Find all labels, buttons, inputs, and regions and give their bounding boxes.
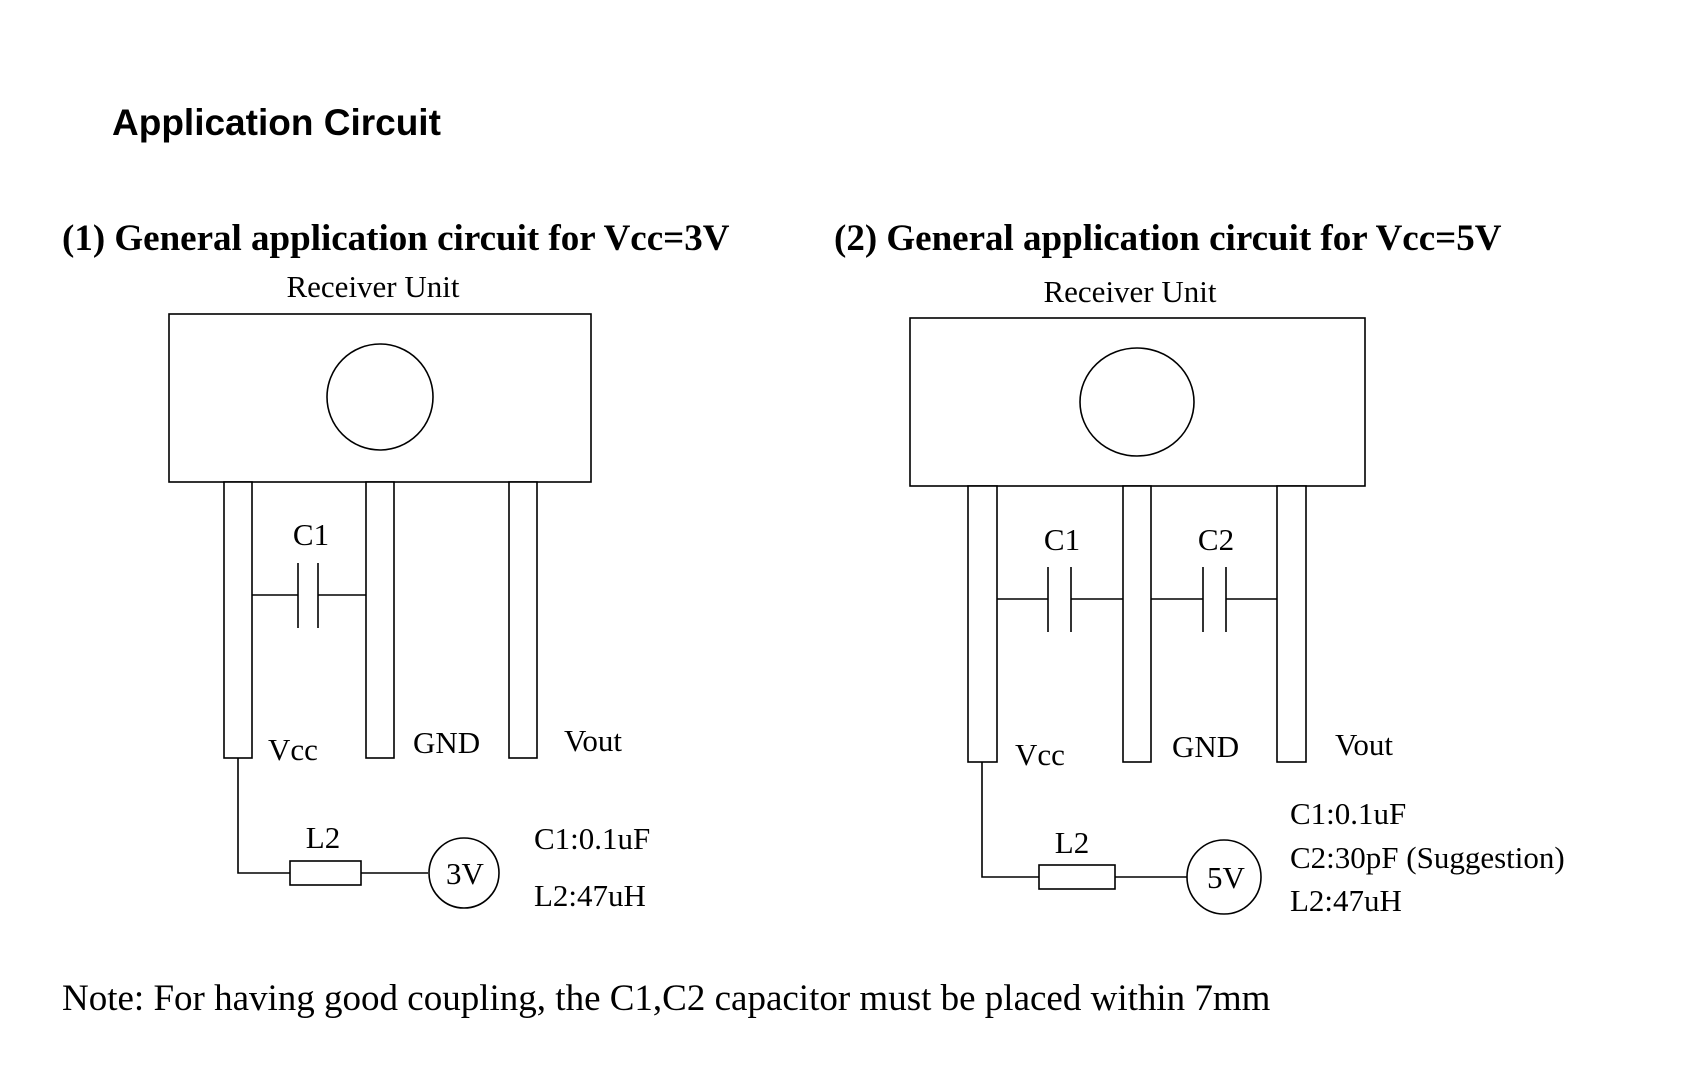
circuit-2-heading: (2) General application circuit for Vcc=… <box>834 218 1502 259</box>
circuit-1-gnd-label: GND <box>413 725 480 760</box>
circuit-2-pin-vcc <box>967 485 998 763</box>
circuit-1-vout-label: Vout <box>564 723 622 758</box>
circuit-1-voltage-source <box>428 837 500 909</box>
circuit-2-spec-l2: L2:47uH <box>1290 883 1402 918</box>
circuit-1-capacitor-c1 <box>252 563 366 628</box>
circuit-2-inductor-l2 <box>1038 864 1116 890</box>
circuit-1-spec-c1: C1:0.1uF <box>534 821 650 856</box>
circuit-2-c1-label: C1 <box>1044 522 1080 557</box>
circuit-2-voltage-source <box>1186 839 1262 915</box>
circuit-2-c2-label: C2 <box>1198 522 1234 557</box>
circuit-1-receiver-lens <box>326 343 434 451</box>
circuit-1-pin-gnd <box>365 481 395 759</box>
circuit-2-l2-label: L2 <box>1055 825 1089 860</box>
circuit-2-pin-gnd <box>1122 485 1152 763</box>
circuit-1-l2-label: L2 <box>306 820 340 855</box>
circuit-1-heading: (1) General application circuit for Vcc=… <box>62 218 730 259</box>
circuit-2-vcc-label: Vcc <box>1015 737 1065 772</box>
circuit-2-gnd-label: GND <box>1172 729 1239 764</box>
circuit-2-supply-wiring <box>981 762 1262 915</box>
circuit-2-spec-c1: C1:0.1uF <box>1290 796 1406 831</box>
circuit-2-vout-label: Vout <box>1335 727 1393 762</box>
circuit-1: (1) General application circuit for Vcc=… <box>62 218 730 913</box>
circuit-1-spec-l2: L2:47uH <box>534 878 646 913</box>
circuit-1-pin-vout <box>508 481 538 759</box>
circuit-1-vcc-label: Vcc <box>268 732 318 767</box>
circuit-1-unit-label: Receiver Unit <box>286 269 459 304</box>
circuit-2-capacitor-c1 <box>997 567 1123 632</box>
circuit-2: (2) General application circuit for Vcc=… <box>834 218 1565 918</box>
page-title: Application Circuit <box>112 102 441 143</box>
circuit-2-receiver-lens <box>1079 347 1195 457</box>
circuit-1-c1-label: C1 <box>293 517 329 552</box>
circuit-2-capacitor-c2 <box>1151 567 1277 632</box>
circuit-2-spec-c2: C2:30pF (Suggestion) <box>1290 840 1565 875</box>
circuit-2-unit-label: Receiver Unit <box>1043 274 1216 309</box>
circuit-1-source-label: 3V <box>446 856 485 891</box>
circuit-1-pin-vcc <box>223 481 253 759</box>
circuit-1-inductor-l2 <box>289 860 362 886</box>
circuit-2-pin-vout <box>1276 485 1307 763</box>
circuit-1-supply-wiring <box>237 758 500 909</box>
circuit-2-source-label: 5V <box>1207 860 1246 895</box>
placement-note: Note: For having good coupling, the C1,C… <box>62 978 1271 1019</box>
